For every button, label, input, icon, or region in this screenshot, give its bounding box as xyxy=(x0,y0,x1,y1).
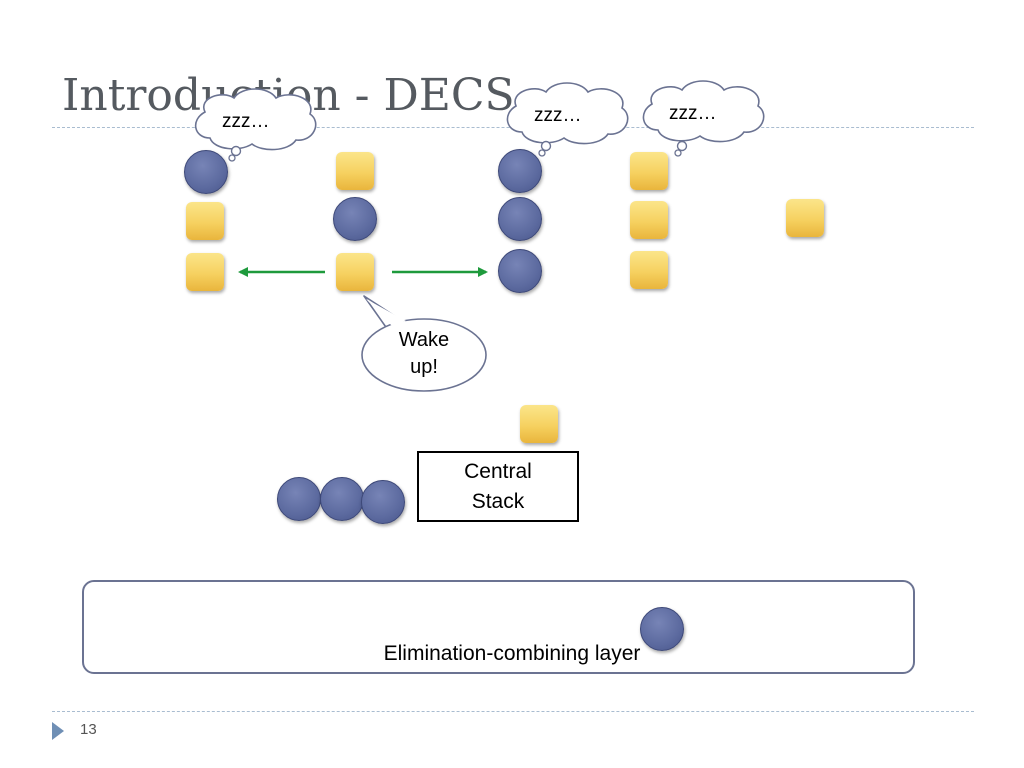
push-operation-square xyxy=(630,251,668,289)
wake-up-line2: up! xyxy=(410,356,438,378)
thought-bubble xyxy=(642,80,765,157)
push-operation-square xyxy=(336,152,374,190)
waking-push-operation-square xyxy=(336,253,374,291)
wake-up-line1: Wake xyxy=(398,329,450,351)
thought-bubble xyxy=(194,88,317,162)
pop-operation-circle xyxy=(498,149,542,193)
thought-bubble-text: zzz… xyxy=(534,105,582,126)
thought-bubble xyxy=(506,82,629,157)
elimination-combining-layer-box xyxy=(82,580,915,674)
central-stack-box: Central Stack xyxy=(417,451,579,522)
push-operation-square xyxy=(186,202,224,240)
pop-operation-circle xyxy=(277,477,321,521)
wake-up-text: Wake up! xyxy=(384,327,464,381)
push-operation-square xyxy=(786,199,824,237)
pop-operation-circle xyxy=(640,607,684,651)
page-number: 13 xyxy=(80,721,97,738)
footer-divider xyxy=(52,711,974,712)
elimination-combining-layer-label: Elimination-combining layer xyxy=(383,642,641,665)
bullet-triangle-icon xyxy=(52,722,64,740)
thought-bubble-text: zzz… xyxy=(669,103,717,124)
central-stack-label-line1: Central xyxy=(464,459,532,483)
pop-operation-circle xyxy=(498,249,542,293)
pop-operation-circle xyxy=(184,150,228,194)
pop-operation-circle xyxy=(361,480,405,524)
central-stack-label-line2: Stack xyxy=(471,489,525,513)
push-operation-square xyxy=(186,253,224,291)
wake-up-speech-bubble xyxy=(361,295,487,392)
push-operation-square xyxy=(630,201,668,239)
pop-operation-circle xyxy=(498,197,542,241)
pop-operation-circle xyxy=(320,477,364,521)
push-operation-square xyxy=(520,405,558,443)
thought-bubble-text: zzz… xyxy=(222,111,270,132)
push-operation-square xyxy=(630,152,668,190)
pop-operation-circle xyxy=(333,197,377,241)
